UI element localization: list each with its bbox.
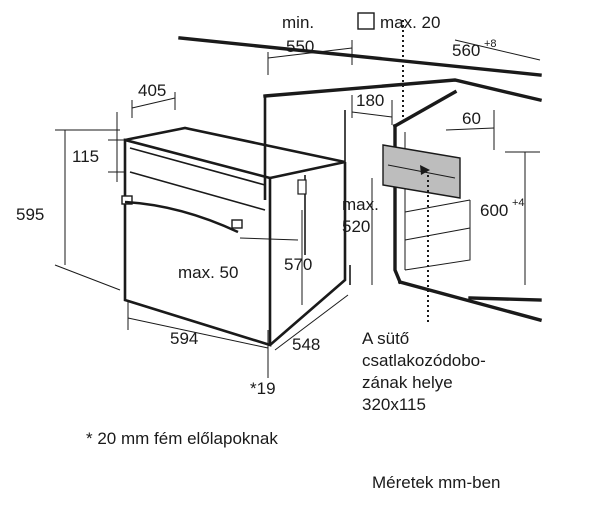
label-594: 594 <box>170 329 198 348</box>
label-548: 548 <box>292 335 320 354</box>
dim-550-line <box>267 47 353 59</box>
oven-side-bracket <box>297 179 307 195</box>
label-570: 570 <box>284 255 312 274</box>
niche-shelf-line <box>404 199 471 213</box>
socket-note-line-3: zának helye <box>362 373 453 392</box>
worktop-top-edge <box>178 36 542 77</box>
worktop-front-edge <box>263 78 543 103</box>
niche-inner-floor <box>404 200 471 271</box>
label-180: 180 <box>356 91 384 110</box>
dim-max50-line <box>239 237 299 241</box>
dimension-lines <box>54 39 541 378</box>
dim-548-line <box>274 294 349 351</box>
dim-560-line <box>454 39 541 61</box>
oven-body <box>121 126 347 347</box>
label-19: *19 <box>250 379 276 398</box>
label-min: min. <box>282 13 314 32</box>
oven-front-frame <box>123 138 272 347</box>
units-note: Méretek mm-ben <box>372 473 500 492</box>
label-595: 595 <box>16 205 44 224</box>
label-115: 115 <box>72 147 99 166</box>
dim-594-line <box>127 317 269 349</box>
niche-shelf-line-2 <box>404 227 471 241</box>
label-560-tolerance: +8 <box>484 38 497 50</box>
oven-handle-left-mount <box>121 195 133 205</box>
oven-handle-right-mount <box>231 219 243 229</box>
niche-floor-front <box>397 279 543 323</box>
dimension-labels: min. 550 max. 20 560 +8 405 180 115 60 5… <box>16 13 525 398</box>
footnote: * 20 mm fém előlapoknak <box>86 429 278 448</box>
label-60: 60 <box>462 109 481 128</box>
dim-180-line <box>351 111 393 118</box>
niche-floor-back <box>468 296 542 302</box>
dim-405-line <box>131 97 176 109</box>
socket-note-line-1: A sütő <box>362 329 409 348</box>
cabinet-niche <box>178 36 543 323</box>
dim-60-line <box>445 127 495 131</box>
label-405: 405 <box>138 81 166 100</box>
oven-door-top-edge <box>129 171 266 211</box>
square-symbol-icon <box>357 12 375 30</box>
niche-side-top <box>392 89 458 129</box>
notes: A sütő csatlakozódobo- zának helye 320x1… <box>86 329 500 492</box>
socket-box-arrow <box>420 165 430 175</box>
label-560: 560 <box>452 41 480 60</box>
socket-note-line-4: 320x115 <box>362 395 426 414</box>
label-max: max. <box>342 195 379 214</box>
label-600-tolerance: +4 <box>512 197 525 209</box>
socket-note-line-2: csatlakozódobo- <box>362 351 486 370</box>
oven-top-surface <box>124 126 346 180</box>
dim-595-ext-b <box>54 264 121 291</box>
oven-right-side <box>269 162 347 346</box>
label-600: 600 <box>480 201 508 220</box>
label-550: 550 <box>286 37 314 56</box>
label-max50: max. 50 <box>178 263 238 282</box>
label-520: 520 <box>342 217 370 236</box>
oven-control-panel-edge <box>129 147 266 186</box>
oven-door-handle <box>124 200 239 234</box>
label-max20: max. 20 <box>380 13 440 32</box>
